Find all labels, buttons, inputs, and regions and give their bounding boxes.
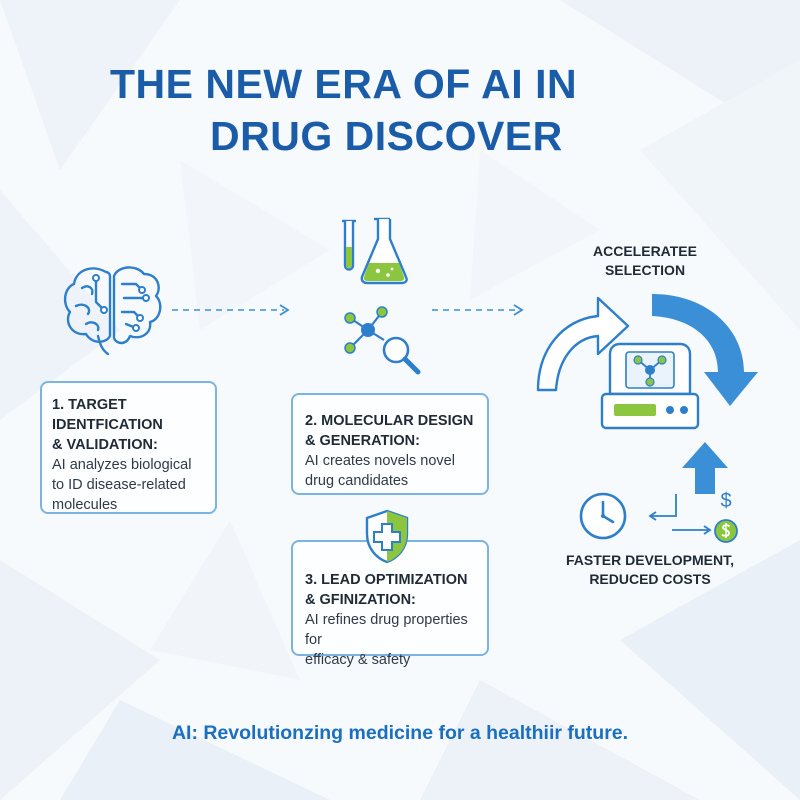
molecule-search-icon (344, 306, 421, 375)
step-card-target-identification: 1. TARGET IDENTFICATION & VALIDATION: AI… (40, 381, 217, 514)
shield-cross-icon (365, 509, 409, 564)
dollar-symbol: $ (720, 490, 732, 512)
curved-arrow-icon (536, 296, 630, 392)
step-card-lead-optimization: 3. LEAD OPTIMIZATION & GFINIZATION: AI r… (291, 540, 489, 668)
page-title: THE NEW ERA OF AI IN DRUG DISCOVER (110, 58, 730, 162)
step-heading: 1. TARGET IDENTFICATION & VALIDATION: (52, 397, 163, 453)
dashed-arrow-1 (172, 304, 290, 316)
test-tube-icon (342, 219, 356, 271)
step-heading: 2. MOLECULAR DESIGN & GENERATION: (305, 413, 474, 449)
faster-development-label: FASTER DEVELOPMENT, REDUCED COSTS (565, 552, 735, 587)
brain-icon (63, 266, 162, 356)
dollar-coin-icon (714, 519, 738, 543)
footer-tagline: AI: Revolutionzing medicine for a health… (171, 722, 629, 744)
lab-machine-icon (600, 342, 700, 430)
accelerated-selection-label: ACCELERATEE SELECTION (593, 243, 697, 278)
step-description: AI analyzes biological to ID disease-rel… (52, 457, 192, 513)
title-line-1: THE NEW ERA OF AI IN (110, 61, 578, 107)
curved-arrow-solid-icon (652, 294, 758, 406)
step-heading: 3. LEAD OPTIMIZATION & GFINIZATION: (305, 572, 468, 608)
clock-icon (579, 492, 627, 540)
connector-arrows (648, 494, 712, 535)
up-arrow-icon (682, 442, 728, 494)
step-card-molecular-design: 2. MOLECULAR DESIGN & GENERATION: AI cre… (291, 393, 489, 495)
dashed-arrow-2 (432, 304, 524, 316)
step-description: AI creates novels novel drug candidates (305, 453, 455, 489)
step-description: AI refines drug properties for efficacy … (305, 612, 468, 668)
flask-icon (342, 217, 408, 285)
title-line-2: DRUG DISCOVER (210, 113, 563, 159)
